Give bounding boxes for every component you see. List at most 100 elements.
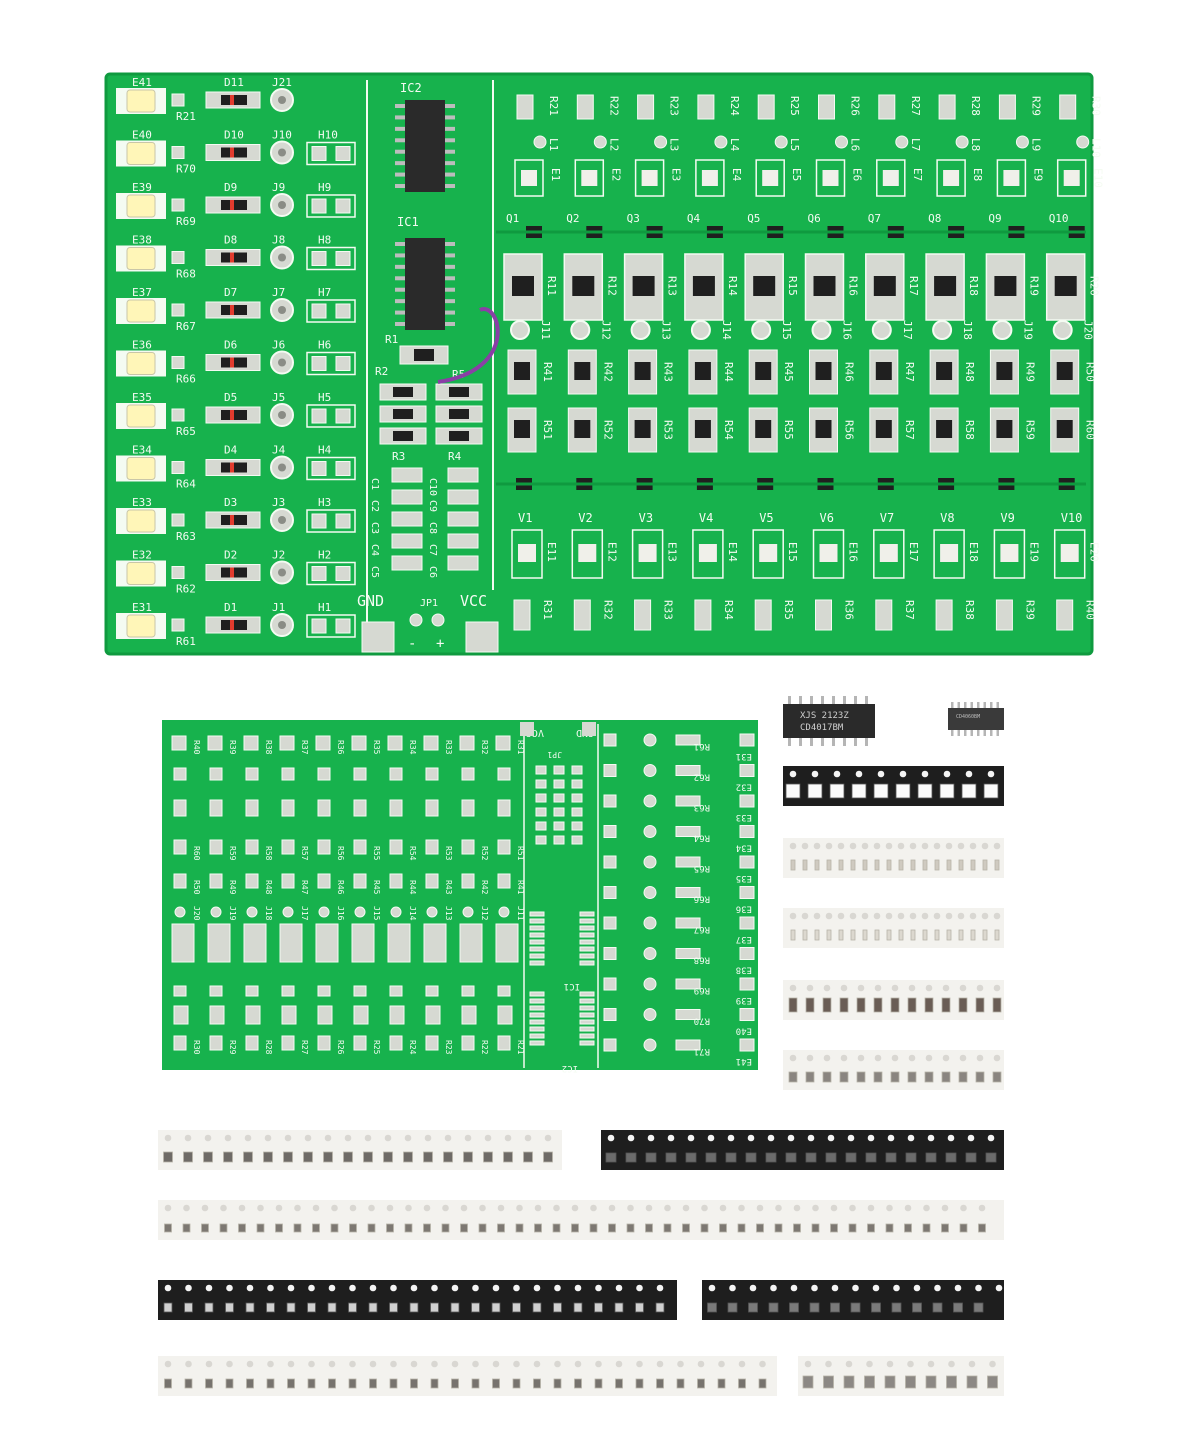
sprocket-hole bbox=[847, 1134, 855, 1142]
resistor-label: R70 bbox=[694, 1016, 710, 1026]
header-outline bbox=[306, 299, 356, 323]
solder-pad bbox=[171, 146, 185, 159]
smd-part bbox=[571, 1223, 579, 1233]
ic-pin bbox=[832, 696, 835, 706]
solder-pad bbox=[553, 793, 565, 803]
sprocket-hole bbox=[954, 1284, 962, 1292]
sprocket-hole bbox=[727, 1134, 735, 1142]
v-label: V1 bbox=[518, 511, 532, 525]
solder-pad bbox=[697, 94, 715, 120]
jack-label: J19 bbox=[228, 906, 237, 921]
smd-part bbox=[275, 1223, 283, 1233]
solder-pad bbox=[311, 146, 327, 161]
jack-hole bbox=[278, 148, 286, 157]
ic-pin bbox=[865, 696, 868, 706]
solder-pad bbox=[497, 1035, 511, 1051]
solder-pad bbox=[818, 94, 835, 120]
resistor-label: R59 bbox=[228, 846, 237, 861]
transistor-label: Q9 bbox=[988, 212, 1001, 225]
solder-pad bbox=[281, 799, 295, 817]
sprocket-hole bbox=[410, 1284, 418, 1292]
solder-pad bbox=[529, 932, 545, 938]
sprocket-hole bbox=[636, 1284, 643, 1292]
jack-label: J15 bbox=[780, 320, 793, 340]
resistor-label: R55 bbox=[782, 420, 795, 440]
smd-part bbox=[758, 1378, 767, 1389]
resistor-label: R68 bbox=[694, 955, 710, 965]
solder-pad bbox=[634, 599, 652, 631]
solder-pad bbox=[878, 94, 896, 120]
smd-part bbox=[789, 1302, 799, 1313]
led-label: E15 bbox=[786, 542, 799, 562]
sprocket-hole bbox=[645, 1204, 653, 1212]
sprocket-hole bbox=[867, 1204, 875, 1212]
led-light bbox=[126, 89, 156, 113]
jack-label: J12 bbox=[480, 906, 489, 921]
solder-pad bbox=[553, 765, 565, 775]
solder-pad bbox=[495, 735, 511, 751]
sprocket-hole bbox=[164, 1284, 172, 1292]
resistor-label: R48 bbox=[963, 362, 976, 382]
smd-part bbox=[994, 929, 1000, 941]
resistor-label: R60 bbox=[192, 846, 201, 861]
sprocket-hole bbox=[615, 1360, 623, 1368]
ic-pin bbox=[395, 299, 405, 304]
resistor-body bbox=[692, 276, 715, 296]
solder-pad bbox=[529, 1012, 545, 1018]
smd-part bbox=[243, 1151, 253, 1163]
vcc-pad bbox=[520, 722, 534, 736]
smd-part bbox=[645, 1152, 657, 1163]
cap-label: C2 bbox=[369, 500, 380, 512]
resistor-label: R68 bbox=[176, 268, 196, 281]
sprocket-hole bbox=[738, 1360, 746, 1368]
sprocket-hole bbox=[677, 1360, 684, 1368]
jack-label: J17 bbox=[300, 906, 309, 921]
sprocket-hole bbox=[349, 1284, 356, 1292]
resistor-pad bbox=[563, 253, 604, 321]
sprocket-hole bbox=[204, 1134, 212, 1142]
led-label: E14 bbox=[726, 542, 739, 562]
sprocket-hole bbox=[793, 1204, 801, 1212]
smd-part bbox=[201, 1223, 209, 1233]
sprocket-hole bbox=[908, 1054, 916, 1062]
resistor-label: R14 bbox=[726, 276, 739, 296]
solder-pad bbox=[311, 251, 327, 266]
smd-part bbox=[939, 783, 955, 799]
resistor-label: R34 bbox=[722, 600, 735, 620]
led-label: E40 bbox=[132, 129, 152, 142]
smd-part bbox=[635, 1302, 644, 1313]
solder-pad bbox=[209, 839, 223, 855]
resistor-tape-small bbox=[783, 1050, 1004, 1090]
solder-pad bbox=[529, 998, 545, 1004]
solder-pad bbox=[603, 825, 617, 838]
jumper-label: JP1 bbox=[420, 598, 438, 609]
smd-part bbox=[594, 1302, 603, 1313]
ic-pin bbox=[395, 276, 405, 281]
smd-part bbox=[303, 1151, 313, 1163]
solder-pad bbox=[579, 998, 595, 1004]
sprocket-hole bbox=[873, 912, 881, 920]
resistor-tape-1 bbox=[158, 1130, 562, 1170]
sprocket-hole bbox=[927, 1134, 935, 1142]
inductor-label: L8 bbox=[969, 138, 982, 151]
smd-part bbox=[790, 859, 796, 871]
sprocket-hole bbox=[479, 1204, 486, 1212]
smd-part bbox=[839, 1071, 849, 1083]
resistor-label: R57 bbox=[903, 420, 916, 440]
sprocket-hole bbox=[608, 1204, 616, 1212]
sprocket-hole bbox=[294, 1204, 301, 1212]
sprocket-hole bbox=[687, 1134, 695, 1142]
cap-label: C5 bbox=[369, 566, 380, 578]
smd-part bbox=[826, 859, 832, 871]
smd-part bbox=[922, 1223, 931, 1233]
smd-part bbox=[845, 1152, 857, 1163]
sprocket-hole bbox=[404, 1134, 412, 1142]
sprocket-hole bbox=[738, 1204, 745, 1212]
led-label: E39 bbox=[132, 181, 152, 194]
sprocket-hole bbox=[845, 1360, 853, 1368]
smd-part bbox=[807, 783, 823, 799]
sprocket-hole bbox=[913, 1284, 921, 1292]
sprocket-hole bbox=[957, 912, 965, 920]
smd-led bbox=[518, 544, 536, 562]
